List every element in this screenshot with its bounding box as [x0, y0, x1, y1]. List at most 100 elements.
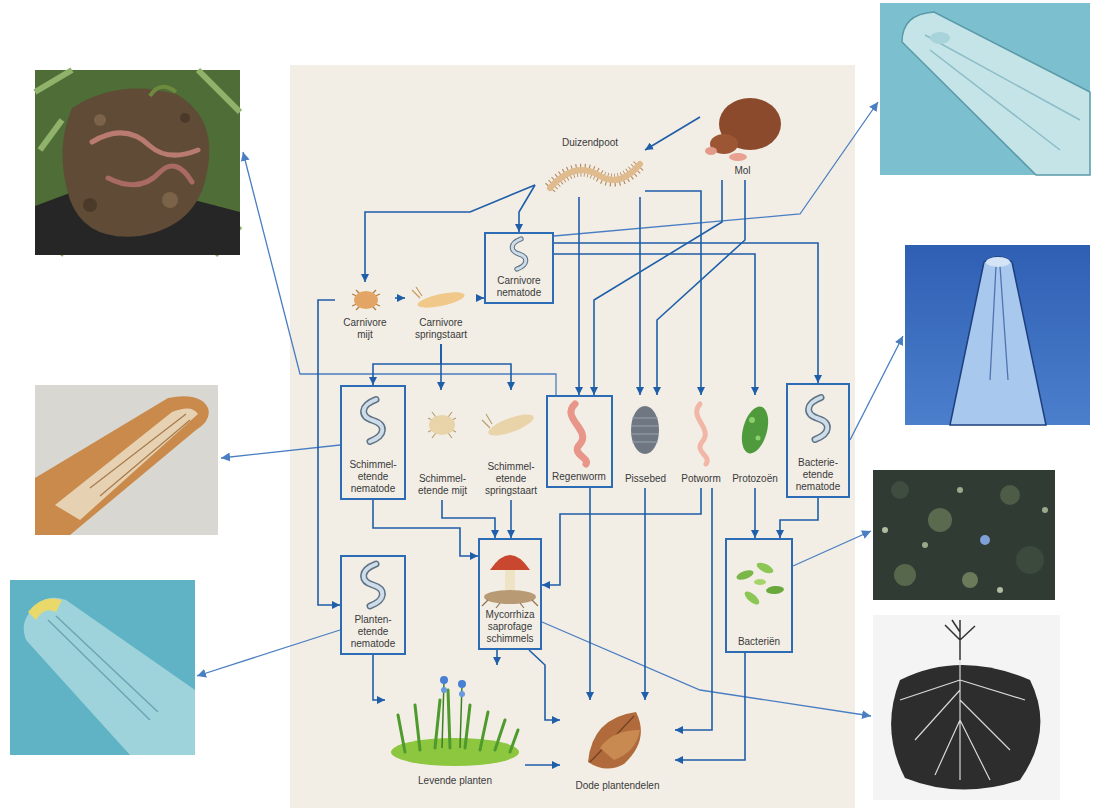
- leader-line: [793, 531, 871, 566]
- highlighted-box: Schimmel- etende nematode: [340, 385, 406, 500]
- bacterium: [766, 585, 785, 595]
- mite-legs: [428, 412, 456, 438]
- bacterium: [754, 579, 766, 585]
- food-web-arrow: [519, 185, 535, 232]
- food-web-arrow: [477, 297, 484, 299]
- photo-ground: [905, 245, 1090, 425]
- living-plants-icon: [391, 676, 519, 766]
- root-hypha: [900, 660, 1025, 780]
- springtail-antenna: [412, 287, 422, 298]
- food-web-arrow: [496, 650, 498, 665]
- food-web-arrow: [554, 243, 818, 383]
- organism-label: Schimmel- etende nematode: [345, 459, 401, 495]
- pharynx-line: [990, 266, 1008, 380]
- organism-node: Duizendpoot: [535, 135, 645, 197]
- organism-node: Mol: [700, 90, 785, 180]
- centipede-icon: [550, 164, 640, 188]
- nematode-icon: [809, 398, 828, 440]
- photo-ground: [35, 70, 240, 255]
- blue-flower: [441, 687, 447, 693]
- nematode-body: [35, 396, 209, 535]
- woodlouse-body: [631, 406, 659, 454]
- leader-line: [542, 622, 871, 716]
- leader-line: [197, 630, 340, 676]
- bacterium-dot: [882, 527, 888, 533]
- food-web-arrow: [675, 488, 712, 730]
- soil-clod: [62, 88, 209, 236]
- grass-ground: [391, 738, 519, 766]
- soil-particle: [962, 572, 978, 588]
- leader-line: [850, 336, 903, 440]
- highlighted-box: Carnivore nematode: [484, 232, 554, 304]
- blue-flower: [440, 676, 448, 684]
- seedling: [945, 620, 975, 660]
- food-web-arrow: [645, 117, 700, 150]
- leaf: [588, 712, 641, 769]
- organism-label: Schimmel- etende springstaart: [481, 461, 541, 497]
- woodlouse-icon: [631, 406, 659, 454]
- soil-particle: [1000, 485, 1020, 505]
- food-web-arrow: [639, 197, 641, 395]
- organism-label: Carnivore nematode: [489, 275, 549, 299]
- food-web-arrow: [373, 344, 441, 385]
- organism-node: Potworm: [676, 395, 726, 488]
- food-web-arrow: [373, 500, 478, 556]
- organism-node: Carnivore springstaart: [405, 282, 477, 344]
- organism-label: Schimmel- etende mijt: [418, 473, 468, 497]
- food-web-arrow: [645, 191, 701, 395]
- potworm-icon: [697, 404, 707, 464]
- soil-particle: [894, 564, 916, 586]
- highlighted-box: Mycorrhiza saprofage schimmels: [478, 538, 542, 650]
- food-web-arrow: [780, 498, 818, 538]
- organism-label: Mol: [703, 165, 782, 177]
- organism-node: Levende planten: [385, 665, 525, 790]
- soil-crumb: [94, 114, 106, 126]
- soil-particle: [928, 508, 952, 532]
- nematode-photo: [905, 245, 1090, 425]
- mushroom-cap: [490, 555, 530, 570]
- food-web-arrow: [318, 300, 340, 605]
- food-web-arrow: [542, 488, 701, 585]
- leader-line: [221, 445, 340, 458]
- protozoa-cell: [737, 404, 773, 457]
- flower-stem: [442, 680, 462, 748]
- food-web-arrow: [442, 500, 495, 538]
- earthworm: [92, 133, 198, 155]
- nematode-photo: [35, 385, 218, 535]
- organism-label: Duizendpoot: [538, 137, 642, 149]
- organism-node: Schimmel- etende springstaart: [478, 390, 544, 500]
- mole-snout: [705, 147, 717, 155]
- bacterium-dot: [922, 542, 928, 548]
- food-web-arrow: [554, 254, 755, 395]
- body-line: [925, 35, 1080, 150]
- organism-label: Dode plantendelen: [563, 780, 672, 792]
- bacteria-photo: [873, 470, 1055, 600]
- food-web-panel: [290, 65, 855, 808]
- lip-region: [986, 257, 1010, 267]
- woodlouse-segment: [631, 418, 659, 442]
- highlighted-box: Bacterie- etende nematode: [786, 383, 850, 498]
- earthworm: [108, 166, 192, 185]
- organelle: [756, 436, 761, 441]
- highlighted-box: Bacteriën: [725, 538, 793, 653]
- photo-ground: [873, 470, 1055, 600]
- mushroom-stem: [505, 570, 515, 592]
- mouth-cavity: [930, 32, 950, 44]
- nematode-body: [24, 598, 195, 755]
- leaf: [600, 730, 640, 760]
- organism-label: Bacterie- etende nematode: [791, 457, 845, 493]
- soil-crumb: [83, 198, 97, 212]
- mite-legs: [352, 290, 380, 310]
- organism-label: Carnivore mijt: [338, 317, 392, 341]
- soil-particle: [1016, 546, 1044, 574]
- nematode-body: [902, 12, 1090, 175]
- nematode-photo: [880, 3, 1090, 175]
- bacterium-dot: [997, 587, 1003, 593]
- organism-label: Pissebed: [621, 473, 670, 485]
- mite-icon: [352, 290, 380, 310]
- earthworm-photo: [35, 70, 240, 255]
- stylet: [90, 414, 190, 496]
